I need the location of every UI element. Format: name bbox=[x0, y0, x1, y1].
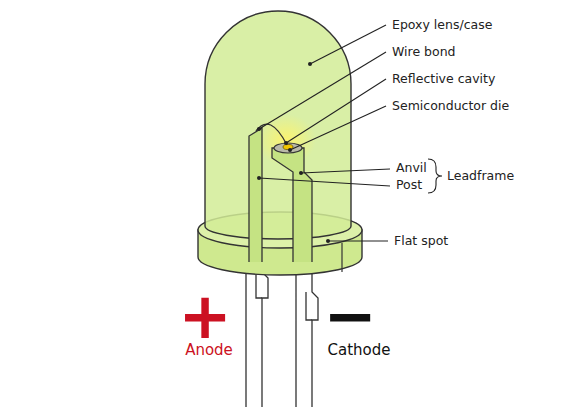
leader-line bbox=[301, 169, 390, 173]
part-label: Semiconductor die bbox=[392, 99, 509, 113]
leader-line bbox=[290, 106, 386, 150]
part-label: Post bbox=[396, 178, 422, 192]
leader-dot bbox=[284, 141, 288, 145]
polarity-sign: − bbox=[323, 284, 377, 348]
part-label: Anvil bbox=[396, 161, 427, 175]
leader-dot bbox=[299, 171, 303, 175]
anvil bbox=[272, 148, 312, 262]
leader-line bbox=[259, 52, 386, 129]
leader-line bbox=[310, 25, 386, 64]
anode-lead bbox=[246, 262, 268, 407]
epoxy-case bbox=[205, 11, 351, 239]
wire-bond bbox=[256, 124, 287, 145]
leader-dot bbox=[308, 62, 312, 66]
part-label: Flat spot bbox=[394, 234, 448, 248]
leader-dot bbox=[288, 148, 292, 152]
leader-dot bbox=[257, 176, 261, 180]
leader-line bbox=[328, 240, 388, 241]
flat-spot-edge bbox=[341, 243, 342, 272]
polarity-sign: + bbox=[178, 284, 232, 348]
leader-line bbox=[259, 178, 390, 186]
leadframe-bracket bbox=[428, 159, 442, 193]
leader-line bbox=[286, 79, 386, 143]
part-label: Reflective cavity bbox=[392, 72, 495, 86]
terminal-label: Anode bbox=[185, 342, 233, 359]
terminal-label: Cathode bbox=[328, 342, 391, 359]
post bbox=[249, 128, 262, 262]
cathode-lead-kink bbox=[306, 292, 312, 320]
leader-dots bbox=[257, 62, 330, 243]
leader-dot bbox=[257, 127, 261, 131]
cathode-lead bbox=[296, 262, 318, 407]
reflective-cavity bbox=[274, 143, 302, 153]
anode-lead-kink bbox=[256, 272, 262, 298]
group-label: Leadframe bbox=[447, 169, 514, 183]
part-label: Epoxy lens/case bbox=[392, 18, 492, 32]
leader-dot bbox=[326, 239, 330, 243]
part-label: Wire bond bbox=[392, 45, 456, 59]
leads bbox=[246, 262, 318, 407]
